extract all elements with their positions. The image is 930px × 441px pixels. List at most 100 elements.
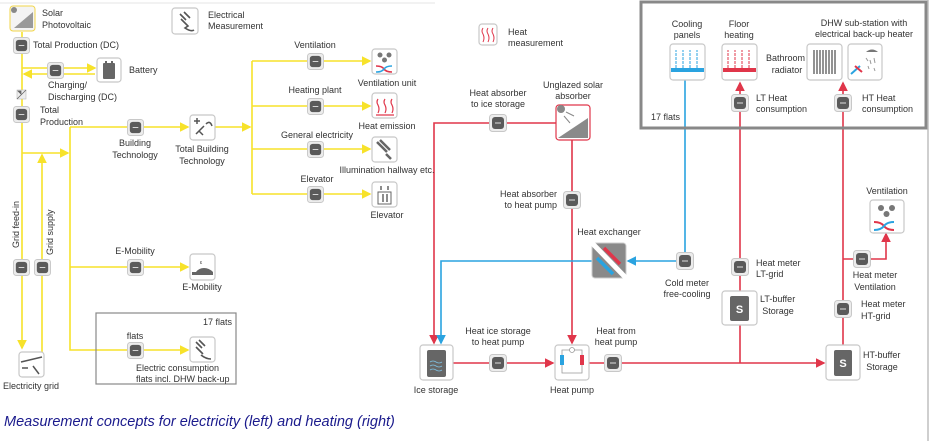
label-meter-flats: flats — [127, 331, 144, 341]
label-heat-exchanger: Heat exchanger — [577, 227, 641, 237]
electricity-grid-icon — [18, 351, 45, 378]
meter-grid-supply[interactable] — [34, 259, 51, 276]
label-lt-meter: Heat meter — [756, 258, 801, 268]
label-dhw: DHW sub-station with — [821, 18, 908, 28]
label-bathroom-radiator: Bathroom — [766, 53, 805, 63]
solar-absorber-icon — [555, 104, 591, 141]
label-meter-elevator: Elevator — [300, 174, 333, 184]
lt-buffer-storage-icon: S — [721, 290, 758, 326]
label-bathroom-radiator-2: radiator — [772, 65, 803, 75]
meter-ice-to-hp[interactable] — [489, 354, 507, 372]
label-absorber-to-ice: Heat absorber — [469, 88, 526, 98]
meter-ht-grid[interactable] — [834, 300, 852, 318]
label-heat-from-hp: Heat from — [596, 326, 636, 336]
label-absorber-to-hp: Heat absorber — [500, 189, 557, 199]
meter-flats[interactable] — [127, 342, 144, 359]
meter-lt-grid[interactable] — [731, 258, 749, 276]
label-total-building-technology: Total Building — [175, 144, 229, 154]
electric-car-icon: ε — [189, 253, 216, 281]
legend-solar-label: Solar — [42, 8, 63, 18]
label-heat-emission: Heat emission — [358, 121, 415, 131]
meter-total-production[interactable] — [13, 106, 30, 123]
label-electricity-grid: Electricity grid — [3, 381, 59, 391]
ice-storage-icon — [419, 344, 454, 381]
label-floor-heating-2: heating — [724, 30, 754, 40]
label-total-building-technology-2: Technology — [179, 156, 225, 166]
meter-building-technology[interactable] — [127, 119, 144, 136]
floor-heating-icon — [721, 43, 758, 81]
meter-elevator[interactable] — [307, 186, 324, 203]
elevator-icon — [371, 181, 398, 208]
label-grid-supply: Grid supply — [45, 209, 55, 255]
radiator-icon — [806, 43, 843, 81]
label-ice-storage: Ice storage — [414, 385, 459, 395]
heat-emission-icon — [371, 92, 398, 119]
light-bulb-icon — [371, 136, 398, 163]
label-ht-consumption-2: consumption — [862, 104, 913, 114]
legend-solar-label-2: Photovoltaic — [42, 20, 92, 30]
label-ht-meter-2: HT-grid — [861, 311, 891, 321]
cooling-panels-icon — [669, 43, 706, 81]
label-vent-meter-2: Ventilation — [854, 282, 896, 292]
label-illumination: Illumination hallway etc. — [339, 165, 434, 175]
meter-heat-from-hp[interactable] — [604, 354, 622, 372]
meter-absorber-to-ice[interactable] — [489, 114, 507, 132]
label-heat-pump: Heat pump — [550, 385, 594, 395]
meter-cold-free-cooling[interactable] — [676, 252, 694, 270]
label-lt-consumption-2: consumption — [756, 104, 807, 114]
figure-caption: Measurement concepts for electricity (le… — [4, 414, 395, 430]
label-heat-from-hp-2: heat pump — [595, 337, 638, 347]
label-ice-to-hp: Heat ice storage — [465, 326, 531, 336]
ventilation-icon — [869, 199, 905, 234]
meter-general-electricity[interactable] — [307, 141, 324, 158]
label-ht-buffer-2: Storage — [866, 362, 898, 372]
label-cooling-panels: Cooling — [672, 19, 703, 29]
meter-grid-feed-in[interactable] — [13, 259, 30, 276]
label-total-production-2: Production — [40, 117, 83, 127]
lt-storage-symbol: S — [736, 304, 743, 316]
label-vent-meter: Heat meter — [853, 270, 898, 280]
meter-ht-consumption[interactable] — [834, 94, 852, 112]
meter-total-production-dc[interactable] — [13, 37, 30, 54]
meter-absorber-to-hp[interactable] — [563, 191, 581, 209]
meter-heating-plant[interactable] — [307, 98, 324, 115]
legend-heat-label: Heat — [508, 27, 528, 37]
label-electric-consumption: Electric consumption — [136, 363, 219, 373]
label-ht-buffer: HT-buffer — [863, 350, 900, 360]
total-building-technology-icon — [189, 114, 216, 141]
ht-buffer-storage-icon: S — [825, 344, 861, 381]
heat-exchanger-icon — [590, 241, 628, 280]
plug-icon — [171, 7, 199, 35]
meter-battery[interactable] — [47, 62, 64, 79]
label-total-production: Total — [40, 105, 59, 115]
label-dhw-2: electrical back-up heater — [815, 29, 913, 39]
meter-e-mobility[interactable] — [127, 259, 144, 276]
legend-electrical-label-2: Measurement — [208, 21, 264, 31]
label-ice-to-hp-2: to heat pump — [472, 337, 525, 347]
flats-box-heating — [639, 0, 928, 130]
label-lt-buffer: LT-buffer — [760, 294, 795, 304]
label-17-flats-electric: 17 flats — [203, 317, 233, 327]
label-unglazed-absorber: Unglazed solar — [543, 80, 603, 90]
label-battery: Battery — [129, 65, 158, 75]
meter-lt-consumption[interactable] — [731, 94, 749, 112]
meter-ventilation[interactable] — [307, 53, 324, 70]
label-absorber-to-ice-2: to ice storage — [471, 99, 525, 109]
legend-solar: Solar Photovoltaic — [9, 5, 92, 32]
ht-storage-symbol: S — [839, 358, 846, 370]
label-discharging: Discharging (DC) — [48, 92, 117, 102]
heat-pump-icon — [554, 344, 590, 381]
meter-ventilation-heat[interactable] — [853, 250, 871, 268]
label-building-technology-2: Technology — [112, 150, 158, 160]
label-unglazed-absorber-2: absorber — [555, 91, 591, 101]
label-e-mobility: E-Mobility — [182, 282, 222, 292]
label-ventilation-heat: Ventilation — [866, 186, 908, 196]
label-charging: Charging/ — [48, 80, 88, 90]
label-meter-general-electricity: General electricity — [281, 130, 354, 140]
label-cold-meter: Cold meter — [665, 278, 709, 288]
legend-electrical-label: Electrical — [208, 10, 245, 20]
label-cold-meter-2: free-cooling — [663, 289, 710, 299]
fan-icon — [371, 48, 398, 75]
legend-electrical: Electrical Measurement — [171, 7, 264, 35]
